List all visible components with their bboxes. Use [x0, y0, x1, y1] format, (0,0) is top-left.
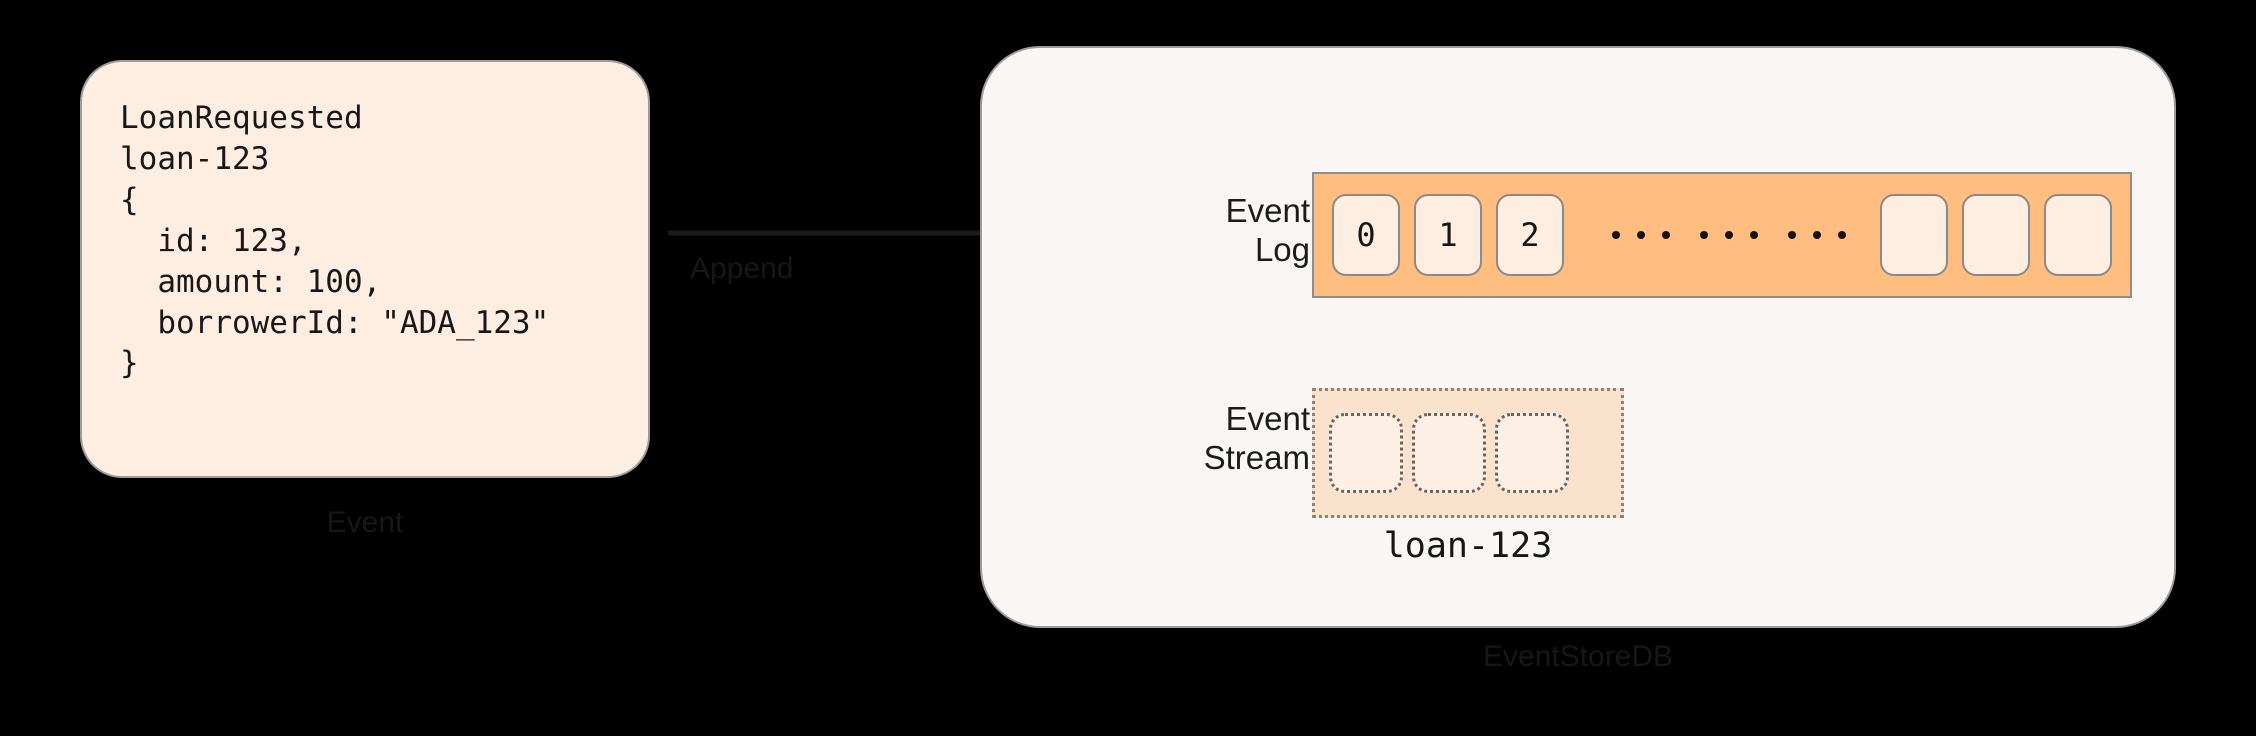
ellipsis-dot: [1838, 231, 1846, 239]
event-payload-code: LoanRequested loan-123 { id: 123, amount…: [120, 100, 550, 382]
event-stream-cell[interactable]: [1412, 413, 1486, 493]
ellipsis-group: [1612, 231, 1670, 239]
event-stream-bar: [1312, 388, 1624, 518]
ellipsis-dot: [1612, 231, 1620, 239]
event-log-label: Event Log: [1225, 192, 1310, 268]
ellipsis-dot: [1700, 231, 1708, 239]
ellipsis-dot: [1788, 231, 1796, 239]
ellipsis-dot: [1750, 231, 1758, 239]
event-stream-cell[interactable]: [1329, 413, 1403, 493]
ellipsis-group: [1788, 231, 1846, 239]
event-log-empty-cell[interactable]: [1962, 194, 2030, 276]
event-log-empty-cell[interactable]: [2044, 194, 2112, 276]
ellipsis-dot: [1725, 231, 1733, 239]
eventstoredb-card: [980, 46, 2176, 628]
event-log-empty-cell[interactable]: [1880, 194, 1948, 276]
event-stream-caption: loan-123: [1383, 526, 1553, 566]
append-label: Append: [690, 252, 794, 285]
ellipsis-dot: [1813, 231, 1821, 239]
event-stream-label: Event Stream: [1203, 400, 1310, 476]
eventstoredb-caption: EventStoreDB: [1482, 640, 1674, 673]
event-card-caption: Event: [326, 506, 404, 539]
event-stream-cell[interactable]: [1495, 413, 1569, 493]
event-log-bar: 0 1 2: [1312, 172, 2132, 298]
ellipsis-dot: [1637, 231, 1645, 239]
event-log-ellipsis: [1578, 231, 1880, 239]
event-log-cell[interactable]: 2: [1496, 194, 1564, 276]
event-card: LoanRequested loan-123 { id: 123, amount…: [80, 60, 650, 478]
ellipsis-dot: [1662, 231, 1670, 239]
ellipsis-group: [1700, 231, 1758, 239]
event-log-cell[interactable]: 1: [1414, 194, 1482, 276]
event-log-cell[interactable]: 0: [1332, 194, 1400, 276]
